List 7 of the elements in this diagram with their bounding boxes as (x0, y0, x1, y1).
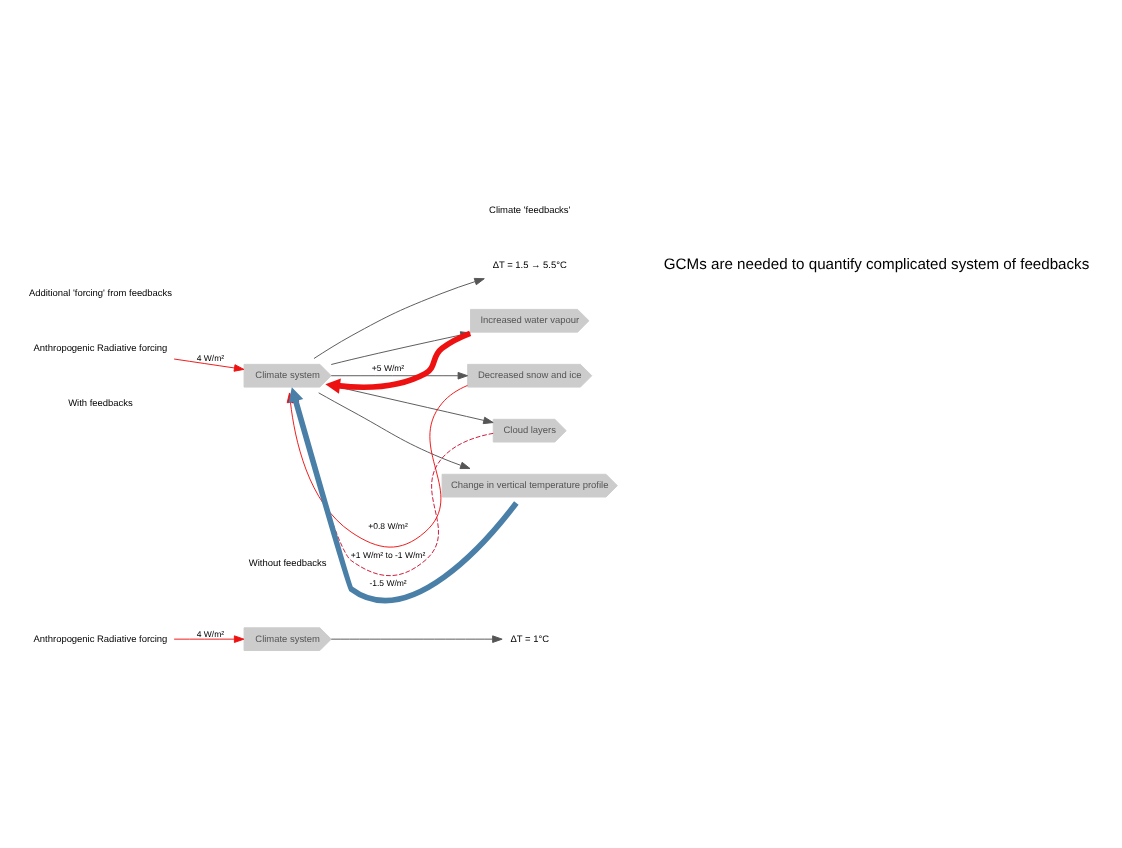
label: GCMs are needed to quantify complicated system of feedbacks (663, 254, 1090, 273)
arrow (318, 391, 471, 469)
arrow (173, 634, 245, 642)
arrow (173, 357, 245, 371)
arrow (330, 370, 469, 379)
arrow (330, 634, 503, 642)
arrow (313, 276, 485, 358)
